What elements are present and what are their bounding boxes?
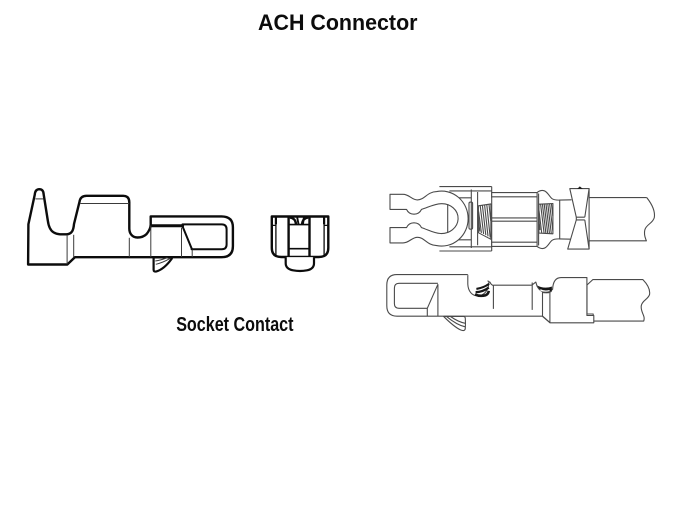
svg-text:ACH Connector: ACH Connector [258,10,418,35]
svg-text:Socket Contact: Socket Contact [176,314,294,336]
